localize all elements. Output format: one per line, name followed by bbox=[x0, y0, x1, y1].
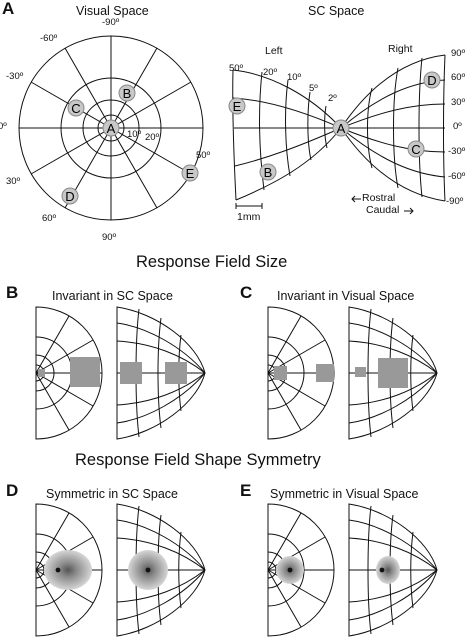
sc-left-10: 10º bbox=[287, 72, 302, 83]
panel-c-title: Invariant in Visual Space bbox=[277, 289, 415, 303]
panel-c-letter: C bbox=[240, 283, 253, 302]
e-rf-sc bbox=[376, 556, 400, 584]
panel-e-letter: E bbox=[240, 481, 252, 500]
sc-left-50: 50º bbox=[229, 63, 244, 74]
sc-left-20: 20º bbox=[263, 67, 278, 78]
markers: A B C D E A B C D E bbox=[61, 71, 441, 205]
visual-marker-b: B bbox=[118, 84, 136, 102]
vis-label-m60: -60º bbox=[40, 33, 58, 44]
panel-b-maps bbox=[35, 306, 206, 440]
vis-label-50: 50º bbox=[196, 150, 211, 161]
visual-marker-a-label: A bbox=[107, 121, 116, 136]
sc-marker-d-label: D bbox=[427, 73, 436, 88]
sc-marker-e-label: E bbox=[233, 99, 242, 114]
b-rf-visual-2 bbox=[70, 357, 100, 387]
sc-right-30: 30º bbox=[451, 97, 466, 108]
b-rf-sc-2 bbox=[165, 362, 187, 384]
sc-right-m30: -30º bbox=[448, 146, 466, 157]
sc-left-outer-edge bbox=[232, 69, 237, 201]
vis-label-60: 60º bbox=[42, 213, 57, 224]
panel-a-letter: A bbox=[2, 0, 15, 18]
sc-marker-a: A bbox=[332, 119, 350, 137]
c-rf-sc-2 bbox=[378, 358, 408, 388]
visual-marker-d-label: D bbox=[65, 189, 74, 204]
vis-label-m90: -90º bbox=[102, 17, 120, 28]
visual-marker-b-label: B bbox=[123, 86, 132, 101]
sc-marker-b: B bbox=[259, 163, 277, 181]
panel-d-title: Symmetric in SC Space bbox=[46, 487, 178, 501]
panel-d-letter: D bbox=[6, 481, 19, 500]
scale-bar-label: 1mm bbox=[237, 211, 261, 223]
vis-label-20: 20º bbox=[145, 132, 160, 143]
vis-label-m30: -30º bbox=[6, 71, 24, 82]
panel-e-title: Symmetric in Visual Space bbox=[270, 487, 419, 501]
visual-marker-e: E bbox=[181, 164, 199, 182]
sc-marker-c: C bbox=[407, 140, 425, 158]
sc-right-m60: -60º bbox=[448, 171, 466, 182]
left-label: Left bbox=[265, 45, 283, 57]
visual-marker-d: D bbox=[61, 187, 79, 205]
panel-b-letter: B bbox=[6, 283, 19, 302]
sc-left-bottom-edge bbox=[235, 127, 342, 201]
c-rf-visual-1 bbox=[274, 366, 287, 380]
sc-space-title: SC Space bbox=[308, 4, 365, 18]
b-rf-sc-1 bbox=[120, 362, 142, 384]
sc-right-60: 60º bbox=[451, 72, 466, 83]
rostral-label: Rostral bbox=[362, 192, 396, 204]
sc-right-90: 90º bbox=[451, 48, 466, 59]
vis-label-0: 0º bbox=[0, 121, 7, 132]
section-shape-heading: Response Field Shape Symmetry bbox=[75, 451, 321, 469]
sc-right-0: 0º bbox=[453, 121, 462, 132]
visual-marker-a: A bbox=[102, 119, 120, 137]
d-rf-visual bbox=[44, 550, 92, 590]
vis-label-10: 10º bbox=[127, 129, 142, 140]
sc-marker-c-label: C bbox=[411, 142, 420, 157]
visual-space-title: Visual Space bbox=[76, 4, 149, 18]
c-rf-visual-2 bbox=[316, 364, 334, 382]
c-rf-sc-1 bbox=[355, 367, 366, 377]
b-rf-visual-1 bbox=[38, 369, 45, 377]
visual-marker-e-label: E bbox=[186, 166, 195, 181]
sc-right-outer-edge bbox=[443, 54, 446, 202]
sc-left-2: 2º bbox=[328, 93, 337, 104]
sc-left-top-edge bbox=[232, 69, 342, 129]
sc-right-m90: -90º bbox=[446, 196, 464, 207]
vis-label-30: 30º bbox=[6, 176, 21, 187]
vis-label-90: 90º bbox=[102, 232, 117, 243]
panel-c-maps bbox=[267, 306, 438, 440]
sc-marker-a-label: A bbox=[337, 121, 346, 136]
panel-e-maps bbox=[267, 503, 438, 637]
sc-right-bottom-edge bbox=[340, 127, 446, 202]
sc-left-5: 5º bbox=[309, 83, 318, 94]
sc-marker-b-label: B bbox=[264, 165, 273, 180]
panel-d-maps bbox=[35, 503, 206, 637]
visual-marker-c-label: C bbox=[71, 101, 80, 116]
right-label: Right bbox=[388, 43, 413, 55]
caudal-label: Caudal bbox=[366, 204, 400, 216]
visual-marker-c: C bbox=[67, 99, 85, 117]
panel-b-title: Invariant in SC Space bbox=[52, 289, 173, 303]
sc-marker-e: E bbox=[228, 97, 246, 115]
sc-marker-d: D bbox=[423, 71, 441, 89]
sc-right-top-edge bbox=[340, 54, 446, 129]
section-size-heading: Response Field Size bbox=[136, 253, 288, 271]
